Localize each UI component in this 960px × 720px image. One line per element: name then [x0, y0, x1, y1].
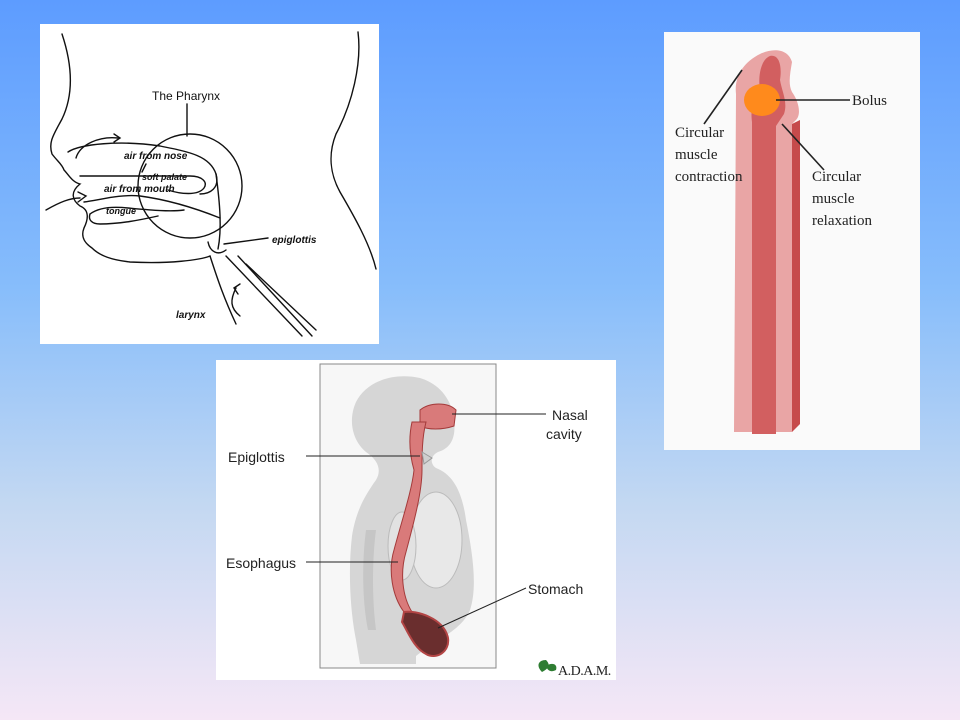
tongue-line — [89, 206, 185, 215]
label-relaxation-line1: Circular — [812, 169, 861, 185]
label-larynx: larynx — [176, 310, 206, 321]
label-nasal-line2: cavity — [546, 426, 582, 442]
label-contraction-line3: contraction — [675, 169, 743, 185]
label-stomach: Stomach — [528, 581, 583, 597]
peristalsis-diagram-panel: Bolus Circular muscle contraction Circul… — [664, 32, 920, 450]
logo-text: A.D.A.M. — [558, 664, 611, 679]
esophagus-lumen — [751, 55, 786, 434]
label-relaxation-line3: relaxation — [812, 213, 872, 229]
label-epiglottis: Epiglottis — [228, 449, 285, 465]
label-bolus: Bolus — [852, 93, 887, 109]
label-relaxation-line2: muscle — [812, 191, 855, 207]
back-of-head-line — [330, 31, 377, 270]
mouth-line — [83, 194, 221, 219]
neck-front-line — [209, 255, 237, 325]
pharynx-wall-line — [215, 173, 221, 250]
pharynx-diagram-panel: The Pharynx air from nose soft palate ai… — [40, 24, 379, 344]
label-epiglottis: epiglottis — [272, 235, 317, 246]
bolus-shape — [744, 84, 780, 116]
face-profile-line — [50, 33, 211, 264]
label-contraction-line1: Circular — [675, 125, 724, 141]
label-air-from-nose: air from nose — [124, 151, 188, 162]
pharynx-highlight-circle — [137, 133, 243, 239]
trachea-line — [225, 255, 303, 337]
peristalsis-diagram: Bolus Circular muscle contraction Circul… — [675, 50, 887, 434]
label-air-from-mouth: air from mouth — [104, 184, 175, 195]
leaf-icon — [538, 660, 557, 672]
nasal-cavity-shape — [419, 403, 457, 430]
digestive-tract-diagram: Nasal cavity Epiglottis Esophagus Stomac… — [226, 363, 611, 679]
label-esophagus: Esophagus — [226, 555, 296, 571]
epiglottis-shape — [207, 241, 227, 254]
digestive-tract-panel: Nasal cavity Epiglottis Esophagus Stomac… — [216, 360, 616, 680]
nasal-cavity-line — [67, 142, 218, 195]
label-soft-palate: soft palate — [142, 172, 187, 182]
label-nasal-line1: Nasal — [552, 407, 588, 423]
label-contraction-line2: muscle — [675, 147, 718, 163]
adam-logo: A.D.A.M. — [538, 660, 611, 679]
pharynx-diagram: The Pharynx air from nose soft palate ai… — [45, 31, 377, 337]
stomach-shape — [400, 610, 450, 657]
label-tongue: tongue — [106, 206, 136, 216]
pharynx-title: The Pharynx — [152, 89, 220, 103]
